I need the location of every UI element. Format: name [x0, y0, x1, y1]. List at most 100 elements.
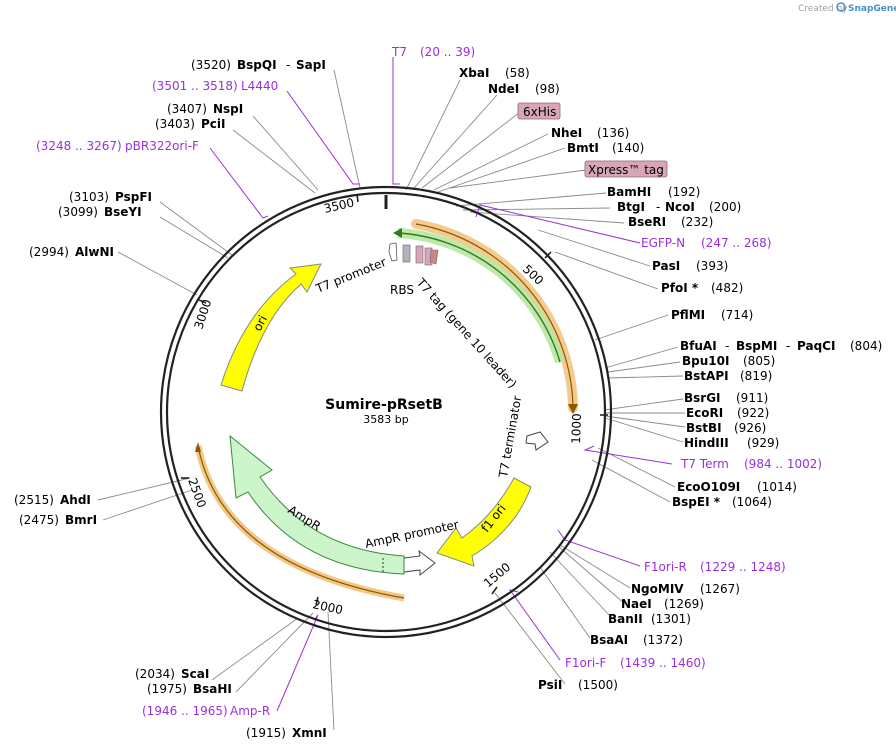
site-ecori-number: (922)	[737, 406, 769, 420]
site-ecori: EcoRI	[686, 406, 723, 420]
ori-arrow	[220, 263, 322, 392]
t7-tag-arrowhead	[393, 228, 402, 238]
site-pcii: PciI	[201, 117, 226, 131]
site-bsaai: BsaAI	[590, 633, 628, 647]
site-xbai: XbaI	[459, 66, 489, 80]
primer-t7: T7	[391, 45, 407, 59]
tick-1500: 1500	[481, 560, 513, 590]
site-pfoi-number: (482)	[711, 281, 743, 295]
site-bamhi: BamHI	[607, 185, 651, 199]
scale-ticks	[181, 193, 608, 606]
site-psii-number: (1500)	[578, 678, 618, 692]
xpress-tag-label: Xpress™ tag	[588, 163, 664, 177]
site-pspfi-number: (3103)	[69, 190, 109, 204]
primer-l4440: L4440	[241, 79, 278, 93]
plasmid-name: Sumire-pRsetB	[325, 397, 443, 413]
primer-amp-r: Amp-R	[230, 704, 270, 718]
site-banii-number: (1301)	[651, 612, 691, 626]
site-btgi: BtgI	[617, 200, 645, 214]
primer-f1ori-f-range: (1439 .. 1460)	[620, 656, 706, 670]
site-ngomiv-number: (1267)	[700, 582, 740, 596]
t7-terminator-arrow	[525, 431, 549, 451]
site-ecoo109i-number: (1014)	[757, 480, 797, 494]
cds-arrowhead	[568, 404, 578, 414]
site-ngomiv: NgoMIV	[631, 582, 684, 596]
site-bstbi: BstBI	[686, 421, 722, 435]
tick-2000: 2000	[311, 597, 344, 617]
primer-pbr322-range: (3248 .. 3267)	[36, 139, 122, 153]
site-nhei-number: (136)	[597, 126, 629, 140]
site-bmri: BmrI	[65, 513, 97, 527]
site-bspei: BspEI *	[672, 495, 721, 509]
site-bseri: BseRI	[628, 215, 666, 229]
primer-t7-range: (20 .. 39)	[420, 45, 475, 59]
leader-lines	[97, 69, 686, 731]
site-scai-number: (2034)	[135, 667, 175, 681]
site-hindiii-number: (929)	[747, 436, 779, 450]
t7-tag-arc	[397, 232, 561, 363]
site-alwni: AlwNI	[75, 245, 114, 259]
site-bsrgi-number: (911)	[736, 391, 768, 405]
site-bsaai-number: (1372)	[643, 633, 683, 647]
site-btgi-number: (200)	[709, 200, 741, 214]
primer-amp-r-range: (1946 .. 1965)	[142, 704, 228, 718]
plasmid-length: 3583 bp	[363, 413, 408, 426]
backbone-outer	[159, 185, 613, 639]
site-bsahi: BsaHI	[193, 682, 232, 696]
cds-arc	[415, 223, 574, 409]
site-nspi-number: (3407)	[167, 102, 207, 116]
site-ndei: NdeI	[488, 82, 519, 96]
site-bspmi: BspMI	[736, 339, 777, 353]
site-bspqi: BspQI	[237, 58, 277, 72]
site-nhei: NheI	[551, 126, 582, 140]
site-bfuai-dash1: -	[725, 339, 729, 353]
site-bfuai: BfuAI	[680, 339, 717, 353]
site-bmri-number: (2475)	[19, 513, 59, 527]
site-bsrgi: BsrGI	[684, 391, 721, 405]
site-xbai-number: (58)	[505, 66, 530, 80]
tick-1000: 1000	[569, 413, 584, 444]
primer-t7-term: T7 Term	[680, 457, 729, 471]
t7-tag-label: T7 tag (gene 10 leader)	[413, 275, 519, 391]
site-ahdi: AhdI	[60, 493, 91, 507]
site-ecoo109i: EcoO109I	[677, 480, 740, 494]
site-xmni-number: (1915)	[246, 726, 286, 740]
site-bstbi-number: (926)	[734, 421, 766, 435]
tick-3500: 3500	[323, 195, 356, 216]
site-hindiii: HindIII	[684, 436, 729, 450]
brand-name: SnapGene	[848, 4, 896, 14]
site-ncoi: NcoI	[665, 200, 695, 214]
site-pcii-number: (3403)	[155, 117, 195, 131]
site-pspfi: PspFI	[115, 190, 152, 204]
primer-f1ori-r-range: (1229 .. 1248)	[700, 560, 786, 574]
site-bsahi-number: (1975)	[147, 682, 187, 696]
primer-egfp-n: EGFP-N	[641, 236, 685, 250]
his-tag-label: 6xHis	[523, 105, 556, 119]
primer-t7-term-range: (984 .. 1002)	[744, 457, 822, 471]
site-bseyi-number: (3099)	[58, 205, 98, 219]
site-psii: PsiI	[538, 678, 562, 692]
site-pflmi: PflMI	[671, 308, 705, 322]
tick-3000: 3000	[192, 298, 215, 331]
t7-promoter-label: T7 promoter	[313, 255, 388, 296]
cds-highlight-arc	[411, 219, 578, 413]
site-bspqi-number: (3520)	[191, 58, 231, 72]
site-ahdi-number: (2515)	[14, 493, 54, 507]
small-features	[388, 242, 439, 266]
created-by-label: Created by	[798, 4, 848, 14]
site-pasi-number: (393)	[696, 259, 728, 273]
site-btgi-dash: -	[656, 200, 660, 214]
site-bspei-number: (1064)	[732, 495, 772, 509]
site-pflmi-number: (714)	[721, 308, 753, 322]
backbone-inner	[165, 191, 607, 633]
site-bspqi-dash: -	[286, 58, 290, 72]
site-bmti-number: (140)	[612, 141, 644, 155]
f1-ori-arrow	[436, 477, 532, 567]
snapgene-logo-icon	[836, 2, 846, 12]
site-bpu10i: Bpu10I	[682, 354, 729, 368]
site-naei-number: (1269)	[664, 597, 704, 611]
site-bfuai-dash2: -	[786, 339, 790, 353]
site-alwni-number: (2994)	[29, 245, 69, 259]
